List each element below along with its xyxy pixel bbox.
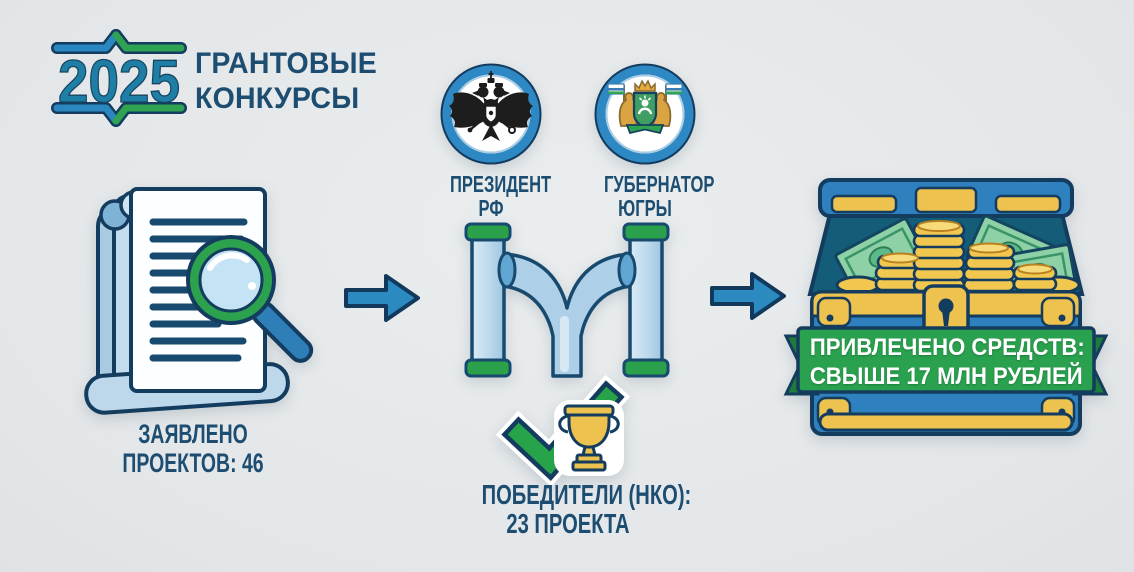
- governor-caption-line1: ГУБЕРНАТОР: [603, 171, 715, 197]
- president-caption-line1: ПРЕЗИДЕНТ: [449, 171, 552, 197]
- winners-caption-line2: 23 ПРОЕКТА: [506, 508, 630, 539]
- document-magnifier-icon: [84, 187, 314, 415]
- funds-banner-line2: СВЫШЕ 17 МЛН РУБЛЕЙ: [809, 363, 1083, 390]
- coin-stacks: [835, 220, 1081, 295]
- checkmark-trophy-icon: [495, 374, 631, 487]
- winners-caption-line1: ПОБЕДИТЕЛИ (НКО):: [481, 479, 692, 510]
- funds-banner: ПРИВЛЕЧЕНО СРЕДСТВ: СВЫШЕ 17 МЛН РУБЛЕЙ: [809, 333, 1085, 391]
- trophy-cup: [554, 400, 624, 476]
- page-title-line1: ГРАНТОВЫЕ: [195, 47, 377, 80]
- logo-2025-icon: 2025: [51, 29, 187, 127]
- president-caption-line2: РФ: [478, 195, 504, 221]
- page-title-line2: КОНКУРСЫ: [195, 82, 360, 115]
- logo-year: 2025: [58, 48, 180, 115]
- treasure-chest-icon: [783, 178, 1109, 436]
- arrow-right-icon: [344, 274, 420, 322]
- double-headed-eagle: [449, 71, 533, 141]
- russia-coat-of-arms-icon: [440, 63, 542, 165]
- governor-caption: ГУБЕРНАТОР ЮГРЫ: [603, 171, 715, 221]
- merging-columns-icon: [464, 222, 670, 378]
- president-caption: ПРЕЗИДЕНТ РФ: [449, 171, 552, 221]
- yugra-coat-of-arms-icon: [594, 63, 696, 165]
- governor-caption-line2: ЮГРЫ: [618, 195, 672, 221]
- magnifier-glass: [186, 235, 314, 363]
- yugra-arms: [607, 79, 683, 135]
- submitted-caption-line1: ЗАЯВЛЕНО: [138, 419, 248, 449]
- winners-caption: ПОБЕДИТЕЛИ (НКО): 23 ПРОЕКТА: [481, 479, 692, 539]
- submitted-caption-line2: ПРОЕКТОВ: 46: [122, 448, 264, 478]
- page-title: ГРАНТОВЫЕ КОНКУРСЫ: [195, 46, 377, 116]
- arrow-right-icon: [710, 272, 786, 320]
- banner-ribbon: [783, 326, 1109, 396]
- funds-banner-line1: ПРИВЛЕЧЕНО СРЕДСТВ:: [809, 334, 1085, 361]
- submitted-caption: ЗАЯВЛЕНО ПРОЕКТОВ: 46: [107, 420, 280, 478]
